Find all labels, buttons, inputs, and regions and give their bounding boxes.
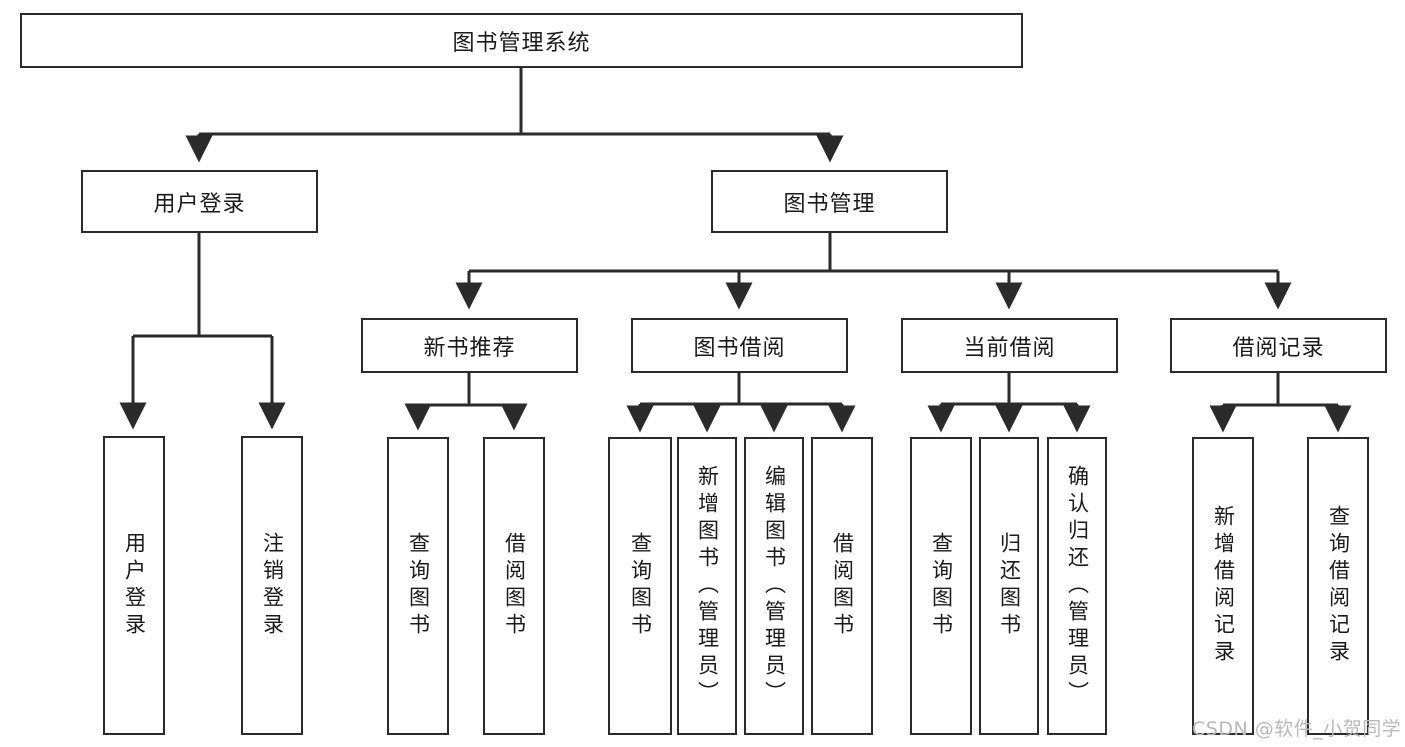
leaf-borrow-book-2[interactable]: 借阅图书 xyxy=(811,437,873,735)
node-current-borrow[interactable]: 当前借阅 xyxy=(901,318,1118,373)
leaf-query-book-3-label: 查询图书 xyxy=(929,532,954,640)
node-book-borrow[interactable]: 图书借阅 xyxy=(631,318,848,373)
leaf-borrow-book-1[interactable]: 借阅图书 xyxy=(483,437,545,735)
node-user-login[interactable]: 用户登录 xyxy=(81,170,318,233)
leaf-return-book[interactable]: 归还图书 xyxy=(979,437,1039,735)
leaf-add-book-label: 新增图书（管理员） xyxy=(695,464,720,708)
node-borrow-record-label: 借阅记录 xyxy=(1232,335,1325,361)
leaf-return-book-label: 归还图书 xyxy=(997,532,1022,640)
leaf-query-book-2-label: 查询图书 xyxy=(628,532,653,640)
leaf-user-logout[interactable]: 注销登录 xyxy=(241,436,303,735)
node-borrow-record[interactable]: 借阅记录 xyxy=(1170,318,1387,373)
leaf-add-record[interactable]: 新增借阅记录 xyxy=(1192,437,1254,735)
leaf-query-book-2[interactable]: 查询图书 xyxy=(608,437,672,735)
node-new-book-rec-label: 新书推荐 xyxy=(423,335,516,361)
node-book-manage-label: 图书管理 xyxy=(783,191,876,217)
leaf-borrow-book-2-label: 借阅图书 xyxy=(830,532,855,640)
node-root[interactable]: 图书管理系统 xyxy=(20,13,1023,68)
leaf-user-logout-label: 注销登录 xyxy=(260,531,285,640)
leaf-query-book-1-label: 查询图书 xyxy=(406,532,431,640)
node-new-book-rec[interactable]: 新书推荐 xyxy=(361,318,578,373)
leaf-query-book-3[interactable]: 查询图书 xyxy=(910,437,972,735)
leaf-query-record-label: 查询借阅记录 xyxy=(1326,505,1351,667)
leaf-borrow-book-1-label: 借阅图书 xyxy=(502,532,527,640)
node-current-borrow-label: 当前借阅 xyxy=(963,335,1056,361)
leaf-confirm-return-label: 确认归还（管理员） xyxy=(1065,464,1090,708)
node-book-borrow-label: 图书借阅 xyxy=(693,335,786,361)
node-user-login-label: 用户登录 xyxy=(153,191,246,217)
leaf-edit-book-label: 编辑图书（管理员） xyxy=(762,464,787,708)
leaf-add-book[interactable]: 新增图书（管理员） xyxy=(677,437,737,735)
leaf-query-book-1[interactable]: 查询图书 xyxy=(387,437,449,735)
leaf-query-record[interactable]: 查询借阅记录 xyxy=(1307,437,1369,735)
leaf-confirm-return[interactable]: 确认归还（管理员） xyxy=(1047,437,1107,735)
leaf-user-login[interactable]: 用户登录 xyxy=(103,436,165,735)
watermark-text: CSDN @软件_小贺同学 xyxy=(1192,718,1402,740)
node-root-label: 图书管理系统 xyxy=(452,30,591,56)
node-book-manage[interactable]: 图书管理 xyxy=(711,170,948,233)
leaf-user-login-label: 用户登录 xyxy=(122,531,147,640)
leaf-add-record-label: 新增借阅记录 xyxy=(1211,505,1236,667)
leaf-edit-book[interactable]: 编辑图书（管理员） xyxy=(744,437,804,735)
